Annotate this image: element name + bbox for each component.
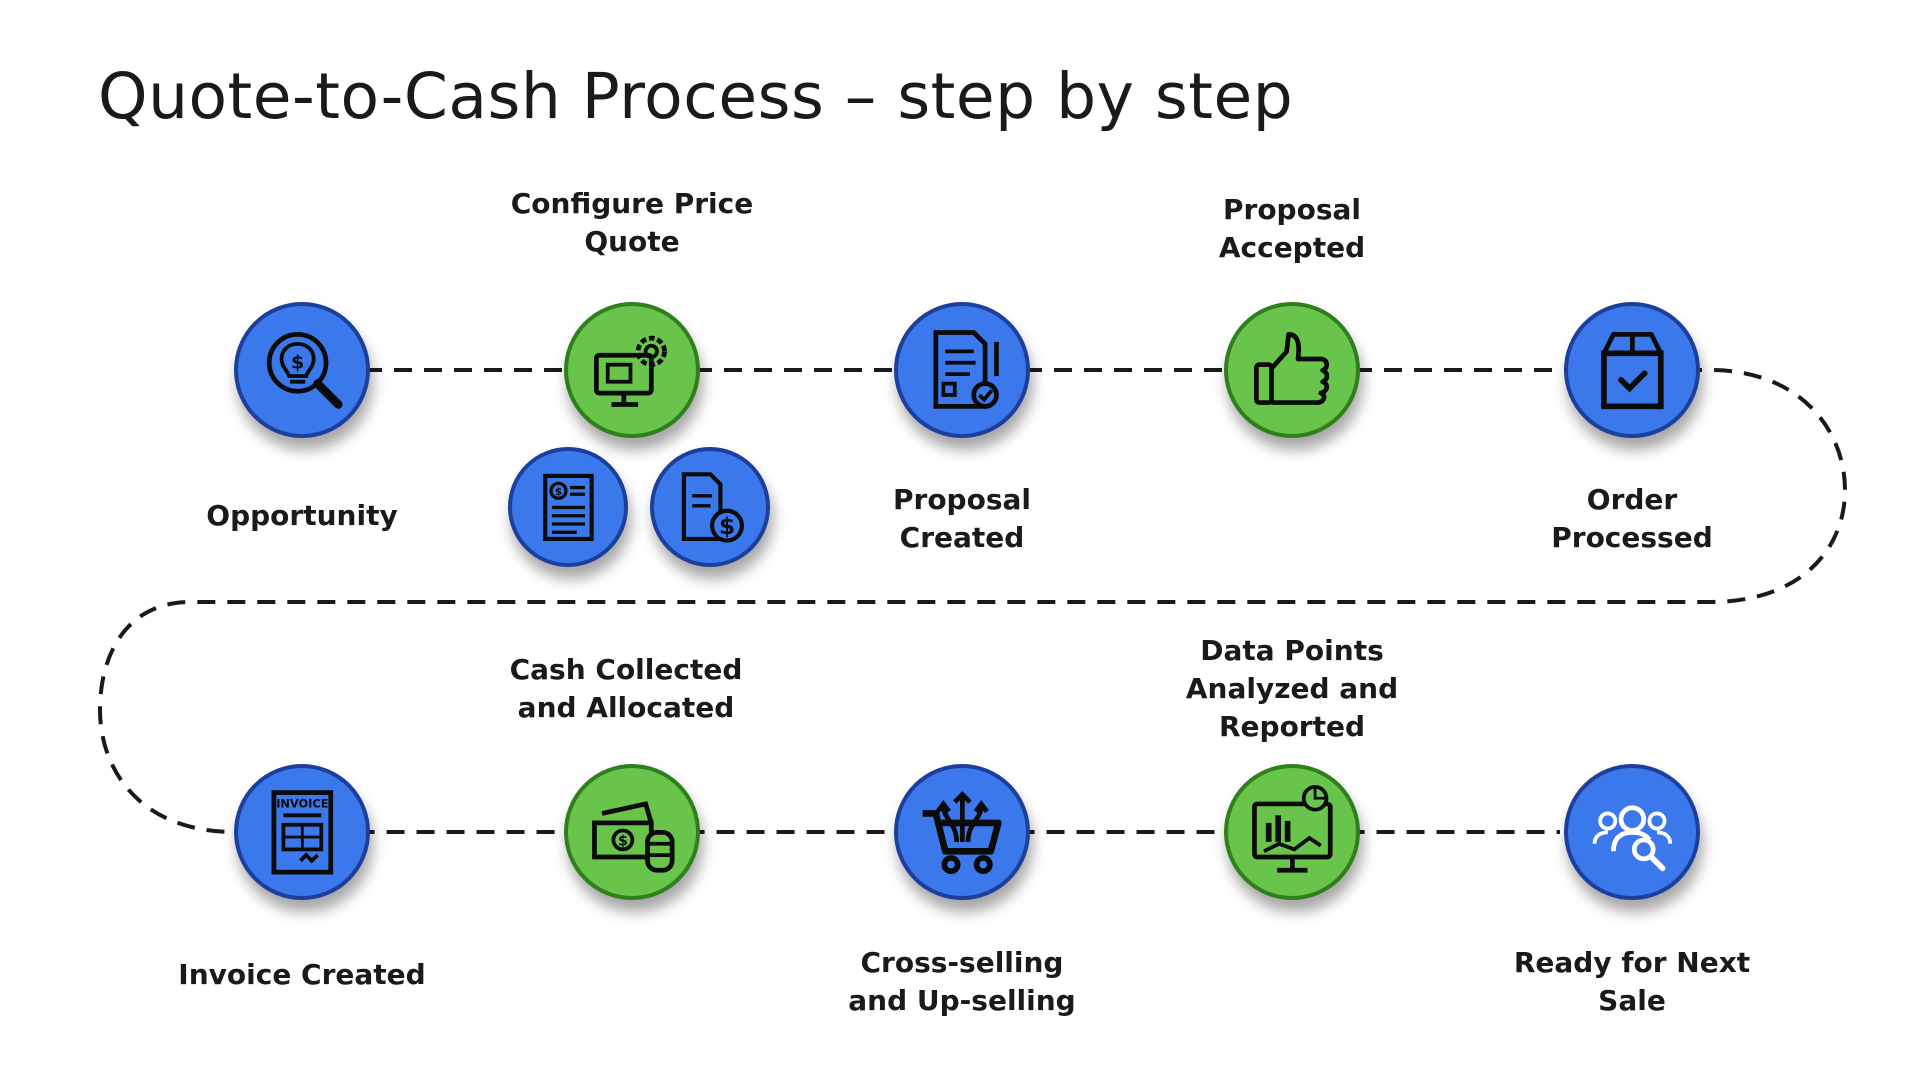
step-node-proposal-created [894,302,1030,438]
step-node-opportunity: $ [234,302,370,438]
step-label-order-processed: Order Processed [1551,483,1713,554]
step-label-proposal-created: Proposal Created [892,483,1031,554]
step-label-cross-selling: Cross-selling and Up-selling [848,946,1076,1017]
analytics-monitor-icon [1251,784,1333,873]
step-node-proposal-accepted [1224,302,1360,438]
step-label-cash-collected: Cash Collected and Allocated [509,653,743,724]
page-title: Quote-to-Cash Process – step by step [98,60,1294,133]
step-node-ready-for-next-sale [1564,764,1700,900]
step-node-invoice-created: INVOICE [234,764,370,900]
step-label-configure-price-quote: Configure Price Quote [510,187,754,258]
step-label-ready-for-next-sale: Ready for Next Sale [1513,946,1751,1017]
customer-search-icon [1592,805,1672,871]
sub-node-price-sheet: $ [508,447,628,567]
svg-text:$: $ [291,351,304,373]
cash-coins-icon: $ [591,800,675,873]
step-node-cross-selling [894,764,1030,900]
lightbulb-search-icon: $ [266,331,343,409]
bill-dollar-icon: $ [681,471,744,543]
computer-gear-icon [593,335,667,407]
step-label-invoice-created: Invoice Created [178,958,426,991]
cart-arrows-icon [922,790,1002,874]
box-check-icon [1600,331,1664,409]
svg-text:$: $ [719,513,735,540]
step-label-proposal-accepted: Proposal Accepted [1218,193,1366,264]
step-label-opportunity: Opportunity [206,499,398,532]
invoice-icon: INVOICE [271,789,333,875]
step-node-cash-collected: $ [564,764,700,900]
document-approved-icon [933,329,999,409]
invoice-icon-text: INVOICE [276,796,328,810]
step-label-data-points: Data Points Analyzed and Reported [1185,634,1399,743]
step-node-order-processed [1564,302,1700,438]
step-node-data-points [1224,764,1360,900]
price-sheet-icon: $ [542,473,594,541]
thumbs-up-icon [1253,331,1329,405]
svg-text:$: $ [618,833,628,849]
sub-node-bill-dollar: $ [650,447,770,567]
step-node-configure-price-quote [564,302,700,438]
svg-text:$: $ [554,485,562,498]
